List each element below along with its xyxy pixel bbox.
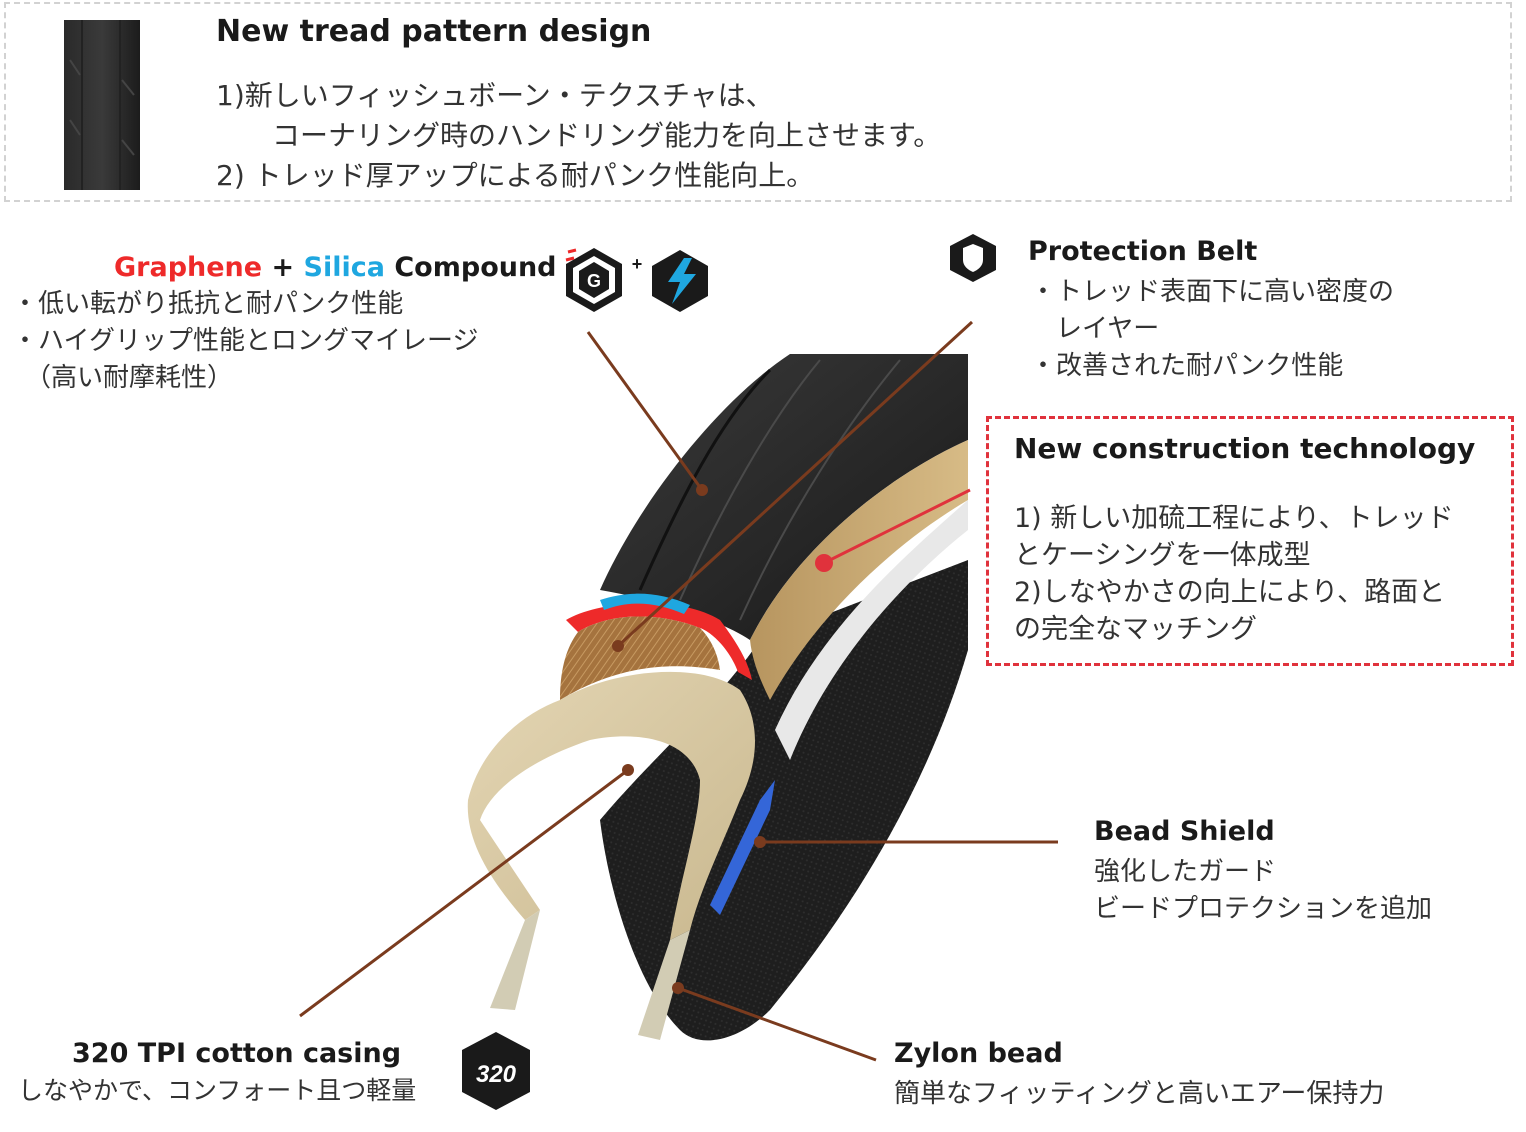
icon-plus-sign: + [632, 254, 643, 274]
casing-title: 320 TPI cotton casing [72, 1038, 402, 1069]
zylon-line: 簡単なフィッティングと高いエアー保持力 [894, 1079, 1385, 1109]
compound-title-plus: + [262, 252, 304, 283]
compound-line: （高い耐摩耗性） [12, 363, 234, 393]
tread-description: 1)新しいフィッシュボーン・テクスチャは、 コーナリング時のハンドリング能力を向… [216, 76, 941, 196]
construction-description: 1) 新しい加硫工程により、トレッド とケーシングを一体成型 2)しなやかさの向… [1014, 500, 1454, 648]
construction-title: New construction technology [1014, 432, 1476, 465]
casing-description: しなやかで、コンフォート且つ軽量 [18, 1072, 416, 1109]
tpi-320-badge-text: 320 [476, 1061, 517, 1088]
tpi-320-badge: 320 [462, 1032, 530, 1110]
tread-line: コーナリング時のハンドリング能力を向上させます。 [216, 119, 942, 152]
protection-line: ・トレッド表面下に高い密度の [1030, 277, 1395, 307]
tread-thumbnail-image [64, 20, 140, 190]
compound-line: ・低い転がり抵抗と耐パンク性能 [12, 289, 404, 319]
casing-line: しなやかで、コンフォート且つ軽量 [18, 1076, 417, 1105]
bead-shield-title: Bead Shield [1094, 816, 1275, 847]
tread-line: 1)新しいフィッシュボーン・テクスチャは、 [216, 79, 774, 112]
compound-title-compound: Compound [384, 252, 557, 283]
tread-title: New tread pattern design [216, 14, 652, 49]
zylon-bead-title: Zylon bead [894, 1038, 1063, 1069]
construction-line: の完全なマッチング [1014, 614, 1257, 645]
construction-box [986, 416, 1514, 666]
bead-shield-line: ビードプロテクションを追加 [1094, 894, 1433, 924]
shield-icon [950, 234, 996, 282]
bead-shield-description: 強化したガード ビードプロテクションを追加 [1094, 854, 1432, 928]
zylon-bead-description: 簡単なフィッティングと高いエアー保持力 [894, 1076, 1384, 1113]
tread-line: 2) トレッド厚アップによる耐パンク性能向上。 [216, 159, 815, 192]
compound-title-graphene: Graphene [114, 252, 263, 283]
construction-line: とケーシングを一体成型 [1014, 540, 1311, 571]
compound-description: ・低い転がり抵抗と耐パンク性能 ・ハイグリップ性能とロングマイレージ （高い耐摩… [12, 286, 478, 397]
protection-belt-description: ・トレッド表面下に高い密度の レイヤー ・改善された耐パンク性能 [1030, 274, 1394, 385]
protection-line: レイヤー [1030, 314, 1160, 344]
protection-line: ・改善された耐パンク性能 [1030, 351, 1344, 381]
construction-line: 1) 新しい加硫工程により、トレッド [1014, 503, 1454, 534]
compound-title-silica: Silica [303, 252, 385, 283]
bead-shield-line: 強化したガード [1094, 857, 1277, 887]
protection-belt-title: Protection Belt [1028, 236, 1258, 267]
compound-title: Graphene + Silica Compound [114, 252, 557, 283]
compound-line: ・ハイグリップ性能とロングマイレージ [12, 326, 479, 356]
construction-line: 2)しなやかさの向上により、路面と [1014, 577, 1446, 608]
silica-icon [652, 250, 708, 312]
tread-pattern-box [4, 2, 1512, 202]
graphene-icon-letter: G [587, 271, 601, 291]
graphene-icon: G [565, 248, 622, 312]
